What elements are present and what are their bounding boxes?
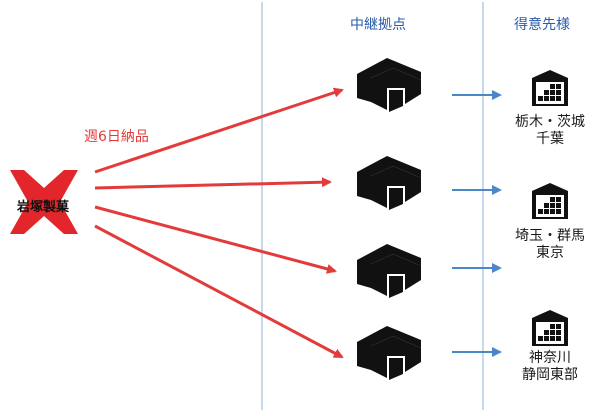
destination-1: 栃木・茨城 千葉	[505, 114, 595, 148]
destination-1-line1: 栃木・茨城	[515, 114, 585, 130]
warehouse-icon	[357, 58, 421, 112]
red-arrow-1	[94, 87, 344, 174]
warehouse-icon	[357, 244, 421, 298]
destination-2-line2: 東京	[536, 245, 564, 261]
destination-2-line1: 埼玉・群馬	[515, 228, 585, 244]
customers-column-title: 得意先様	[514, 17, 570, 33]
warehouse-icon	[357, 326, 421, 380]
destination-3: 神奈川 静岡東部	[505, 350, 595, 384]
factory-icon	[532, 183, 568, 219]
destination-3-line1: 神奈川	[529, 350, 571, 366]
red-arrow-4	[94, 224, 344, 359]
destination-1-line2: 千葉	[536, 131, 564, 147]
red-arrow-2	[94, 177, 332, 190]
factory-icon	[532, 70, 568, 106]
factory-icon	[532, 310, 568, 346]
hubs-column-title: 中継拠点	[350, 17, 406, 33]
company-logo-icon	[10, 170, 78, 234]
destination-2: 埼玉・群馬 東京	[505, 228, 595, 262]
red-arrow-3	[94, 205, 337, 274]
company-logo-text: 岩塚製菓	[16, 200, 69, 215]
destination-3-line2: 静岡東部	[522, 367, 578, 383]
delivery-frequency-label: 週6日納品	[84, 129, 149, 145]
warehouse-icon	[357, 156, 421, 210]
